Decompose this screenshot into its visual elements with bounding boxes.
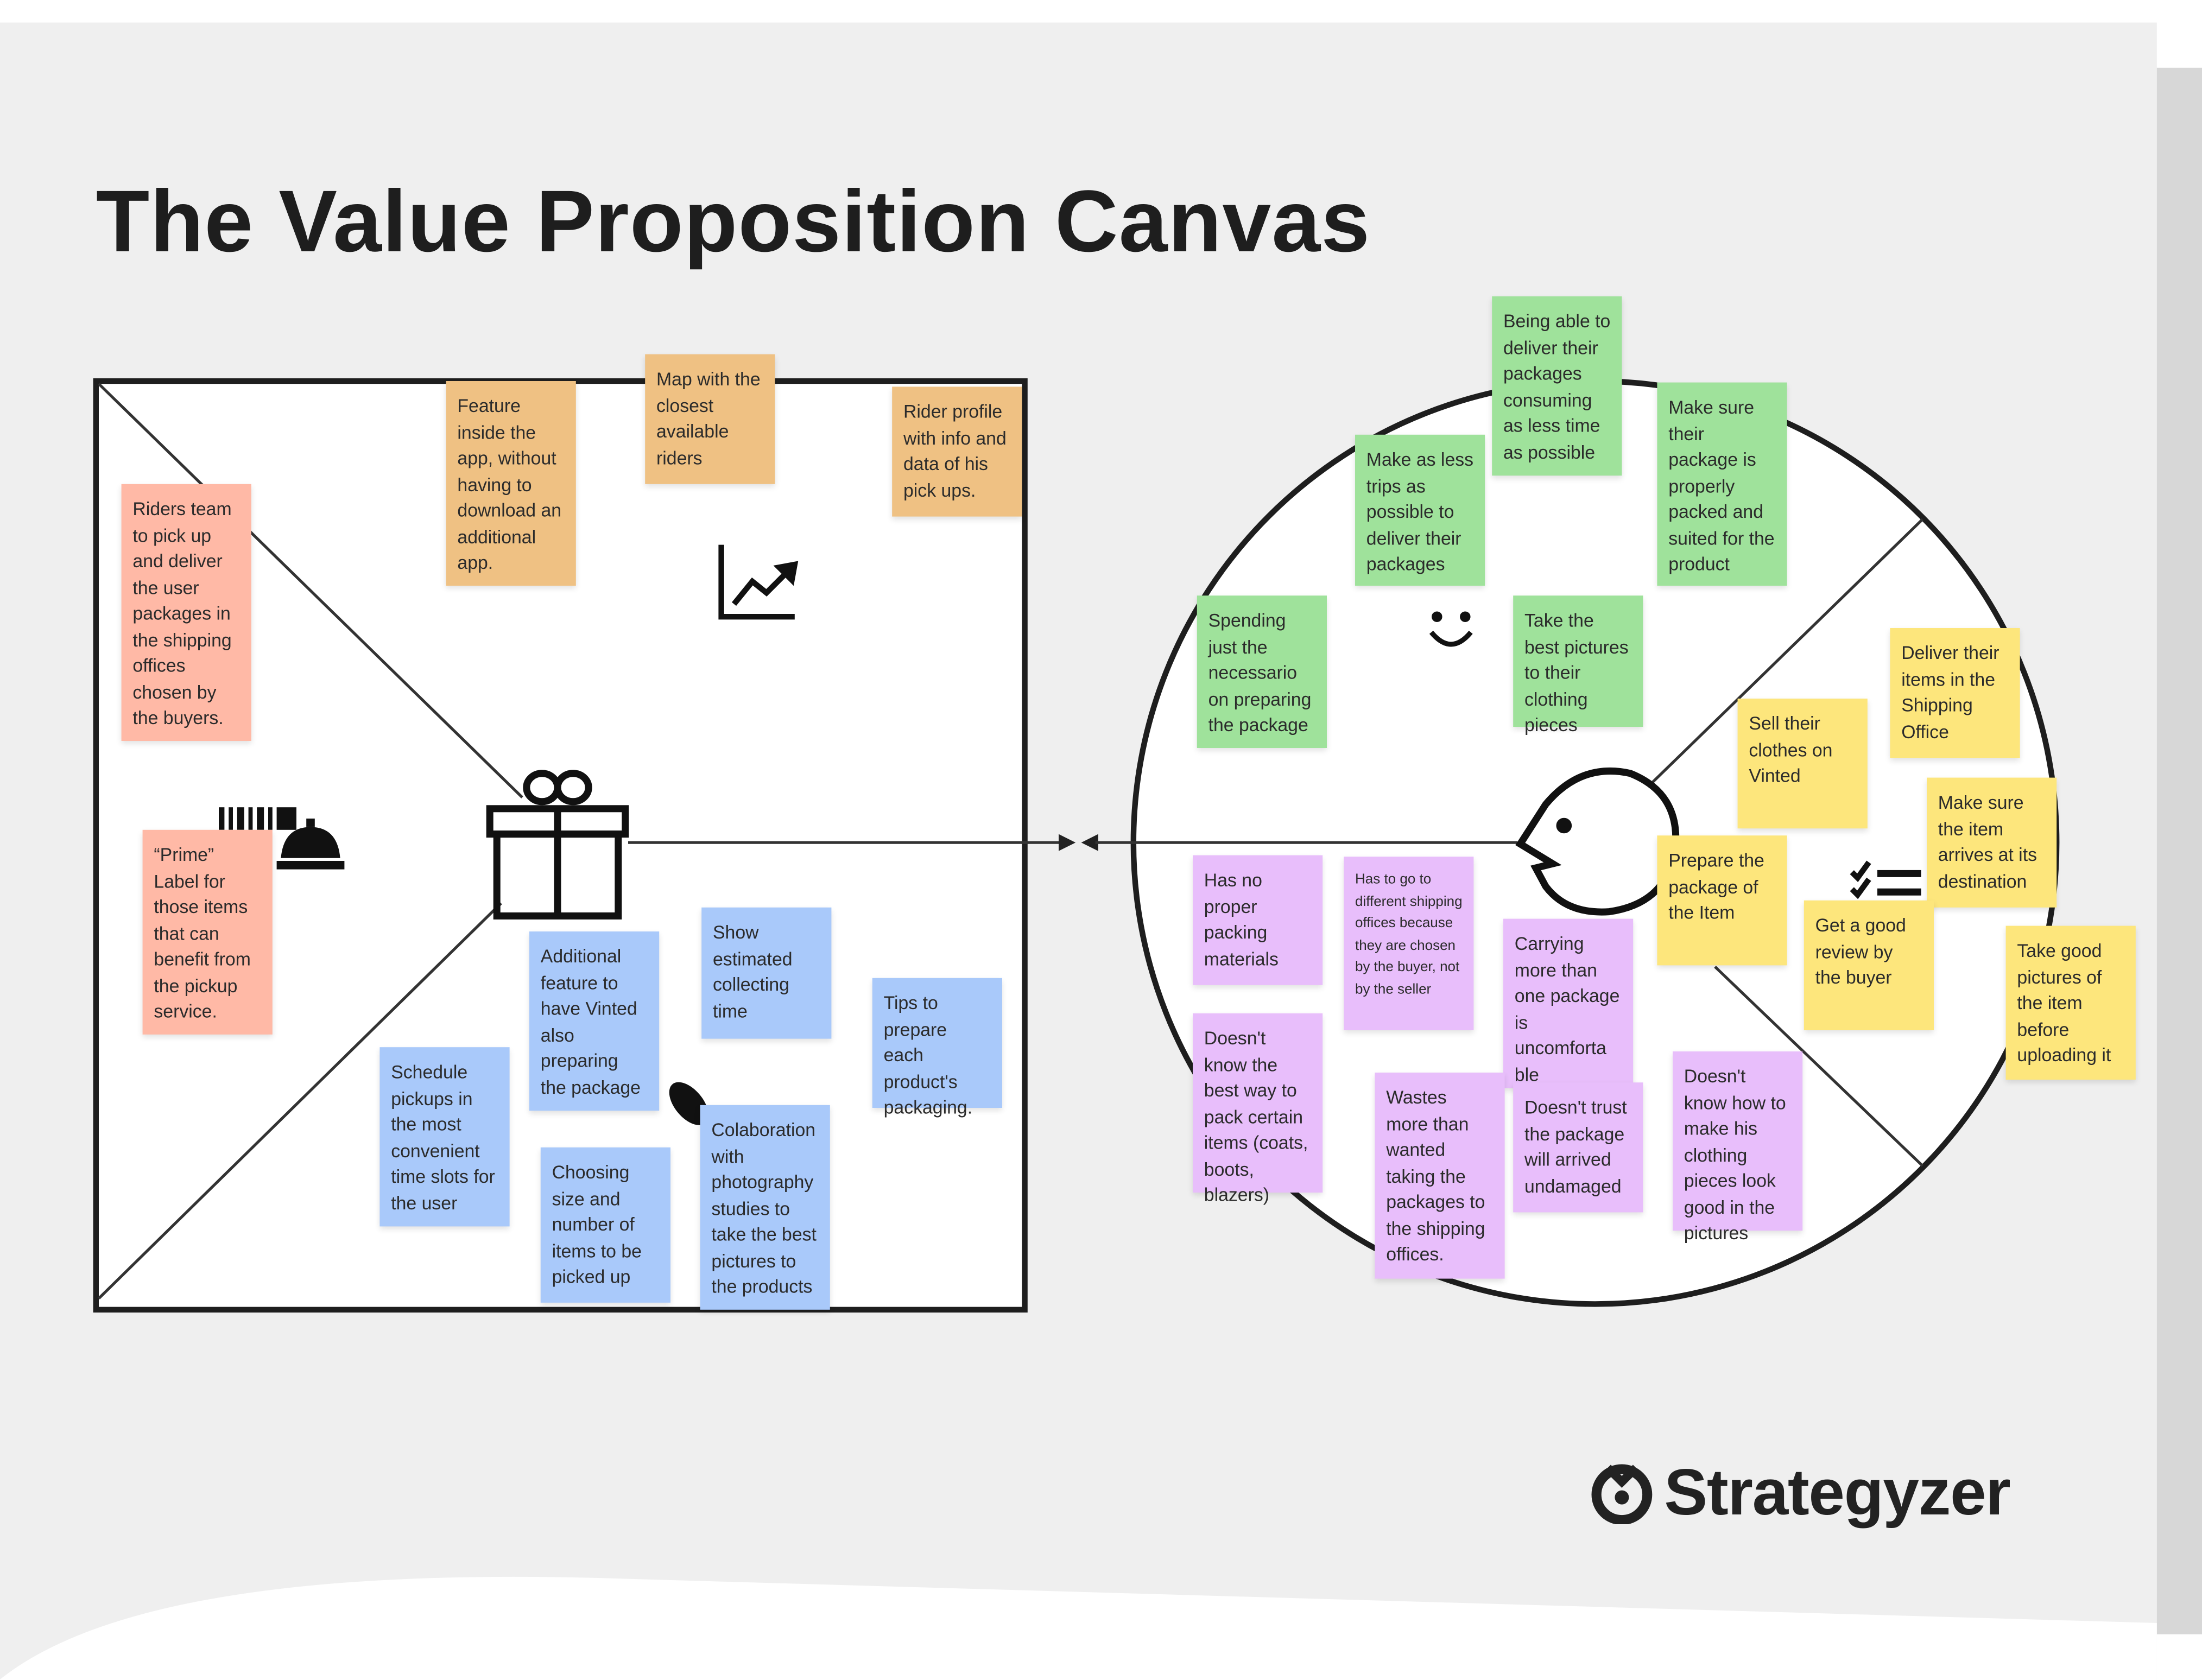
sticky-note-gain[interactable]: Take the best pictures to their clothing… — [1513, 595, 1643, 736]
sticky-note-job[interactable]: Take good pictures of the item before up… — [2005, 925, 2136, 1080]
strategyzer-logo-icon — [1591, 1464, 1653, 1524]
sticky-note-product[interactable]: Tips to prepare each product's packaging… — [872, 978, 1002, 1118]
sticky-note-job[interactable]: Prepare the package of the Item — [1657, 835, 1787, 966]
sticky-note-pain[interactable]: Doesn't know the best way to pack certai… — [1193, 1013, 1323, 1205]
divider-line — [1714, 966, 1923, 1167]
sticky-note-pain[interactable]: Wastes more than wanted taking the packa… — [1375, 1072, 1505, 1279]
sticky-note-job[interactable]: Make sure the item arrives at its destin… — [1926, 777, 2057, 908]
barcode-icon — [219, 807, 296, 830]
arrow-left-icon — [1081, 834, 1098, 851]
strategyzer-logo-text: Strategyzer — [1664, 1455, 2010, 1529]
sticky-note-pain[interactable]: Has no proper packing materials — [1193, 855, 1323, 985]
sticky-note-gain[interactable]: Make sure their package is properly pack… — [1657, 382, 1787, 586]
arrow-right-icon — [1058, 834, 1076, 851]
checklist-icon — [1850, 860, 1921, 899]
sticky-note-product[interactable]: Show estimated collecting time — [701, 907, 832, 1039]
sticky-note-pain-reliever[interactable]: Riders team to pick up and deliver the u… — [121, 484, 251, 741]
sticky-note-pain[interactable]: Doesn't trust the package will arrived u… — [1513, 1082, 1643, 1213]
chart-growth-icon — [718, 544, 799, 620]
sticky-note-gain[interactable]: Make as less trips as possible to delive… — [1355, 434, 1485, 586]
divider-line — [98, 902, 502, 1299]
sticky-note-product[interactable]: Choosing size and number of items to be … — [540, 1147, 670, 1303]
sticky-note-gain-creator[interactable]: Map with the closest available riders — [645, 354, 775, 484]
sticky-note-product[interactable]: Schedule pickups in the most convenient … — [379, 1047, 510, 1227]
sticky-note-pain-reliever[interactable]: “Prime” Label for those items that can b… — [142, 829, 273, 1035]
page-title: The Value Proposition Canvas — [96, 173, 1371, 271]
sticky-note-pain[interactable]: Carrying more than one package is uncomf… — [1503, 918, 1634, 1088]
sticky-note-product[interactable]: Additional feature to have Vinted also p… — [529, 931, 660, 1111]
sticky-note-job[interactable]: Deliver their items in the Shipping Offi… — [1890, 628, 2020, 758]
strategyzer-logo: Strategyzer — [1588, 1454, 2011, 1530]
smiley-icon — [1429, 611, 1473, 647]
sticky-note-gain[interactable]: Spending just the necessario on preparin… — [1197, 595, 1327, 748]
sticky-note-job[interactable]: Get a good review by the buyer — [1804, 900, 1934, 1030]
pen-icon — [669, 1082, 708, 1125]
sticky-note-job[interactable]: Sell their clothes on Vinted — [1737, 699, 1868, 829]
sticky-note-gain-creator[interactable]: Feature inside the app, without having t… — [446, 381, 576, 586]
divider-line — [98, 383, 523, 798]
page-shadow — [2156, 67, 2202, 1634]
sticky-note-gain-creator[interactable]: Rider profile with info and data of his … — [892, 386, 1022, 517]
divider-line — [1650, 518, 1924, 784]
sticky-note-gain[interactable]: Being able to deliver their packages con… — [1492, 296, 1622, 476]
sticky-note-product[interactable]: Colaboration with photography studies to… — [700, 1105, 830, 1310]
gift-icon — [486, 770, 629, 920]
sticky-note-pain[interactable]: Doesn't know how to make his clothing pi… — [1673, 1051, 1803, 1244]
service-bell-icon — [276, 819, 345, 870]
sticky-note-pain[interactable]: Has to go to different shipping offices … — [1344, 857, 1474, 1030]
